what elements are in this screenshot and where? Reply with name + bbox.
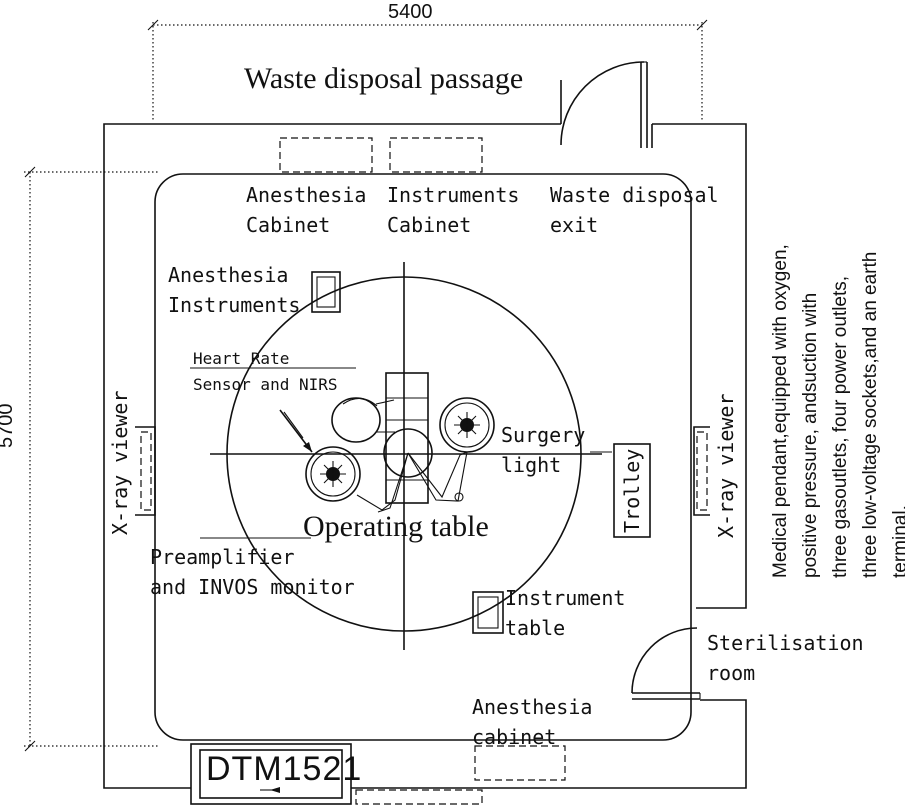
x-ray-viewer-left-label: X-ray viewer — [108, 390, 132, 536]
surgery-light-label: Surgery light — [501, 423, 586, 477]
operating-table-label: Operating table — [303, 510, 489, 543]
operating-room-wall — [154, 173, 692, 741]
x-ray-viewer-left — [135, 426, 156, 516]
anesthesia-cabinet-top — [279, 137, 373, 173]
trolley — [613, 443, 651, 538]
waste-exit-label: Waste disposal exit — [550, 183, 719, 237]
sterilisation-room-label: Sterilisation room — [707, 631, 864, 685]
waste-passage-label: Waste disposal passage — [244, 62, 524, 95]
surgery-light-coverage — [210, 262, 602, 650]
waste-exit-door — [560, 61, 648, 148]
dtm1521-device — [190, 743, 352, 805]
medical-pendant-note: Medical pendant,equipped with oxygen, po… — [770, 244, 905, 578]
operating-table — [331, 372, 433, 504]
x-ray-viewer-right — [693, 426, 710, 516]
surgery-light-left — [305, 446, 361, 502]
preamplifier-label: Preamplifier and INVOS monitor — [150, 545, 355, 599]
instrument-table-box — [472, 591, 504, 634]
width-dimension-label: 5400 — [388, 1, 433, 23]
anesthesia-cabinet-bottom — [474, 745, 566, 781]
surgery-light-right — [439, 397, 495, 453]
anesthesia-cabinet-top-label: Anesthesia Cabinet — [246, 183, 367, 237]
trolley-label: Trolley — [620, 448, 644, 533]
height-dimension-label: 5700 — [0, 403, 17, 449]
instruments-cabinet — [389, 137, 483, 173]
instrument-table-label: Instrument table — [505, 586, 626, 640]
heart-rate-label: Heart Rate Sensor and NIRS — [193, 349, 338, 394]
instruments-cabinet-label: Instruments Cabinet — [387, 183, 520, 237]
x-ray-viewer-right-label: X-ray viewer — [714, 393, 738, 539]
pendant-arms — [356, 451, 468, 513]
anesthesia-cabinet-bottom-label: Anesthesia cabinet — [472, 695, 593, 749]
dtm1521-label: DTM1521 — [206, 750, 363, 788]
anesthesia-instruments-label: Anesthesia Instruments — [168, 263, 301, 317]
wall-cabinet-bottom — [355, 789, 483, 805]
sterilisation-door — [631, 627, 701, 700]
anesthesia-instruments-box — [311, 271, 341, 313]
heart-rate-probe — [279, 409, 313, 453]
dimension-lines — [24, 19, 708, 752]
outer-walls — [103, 80, 747, 789]
